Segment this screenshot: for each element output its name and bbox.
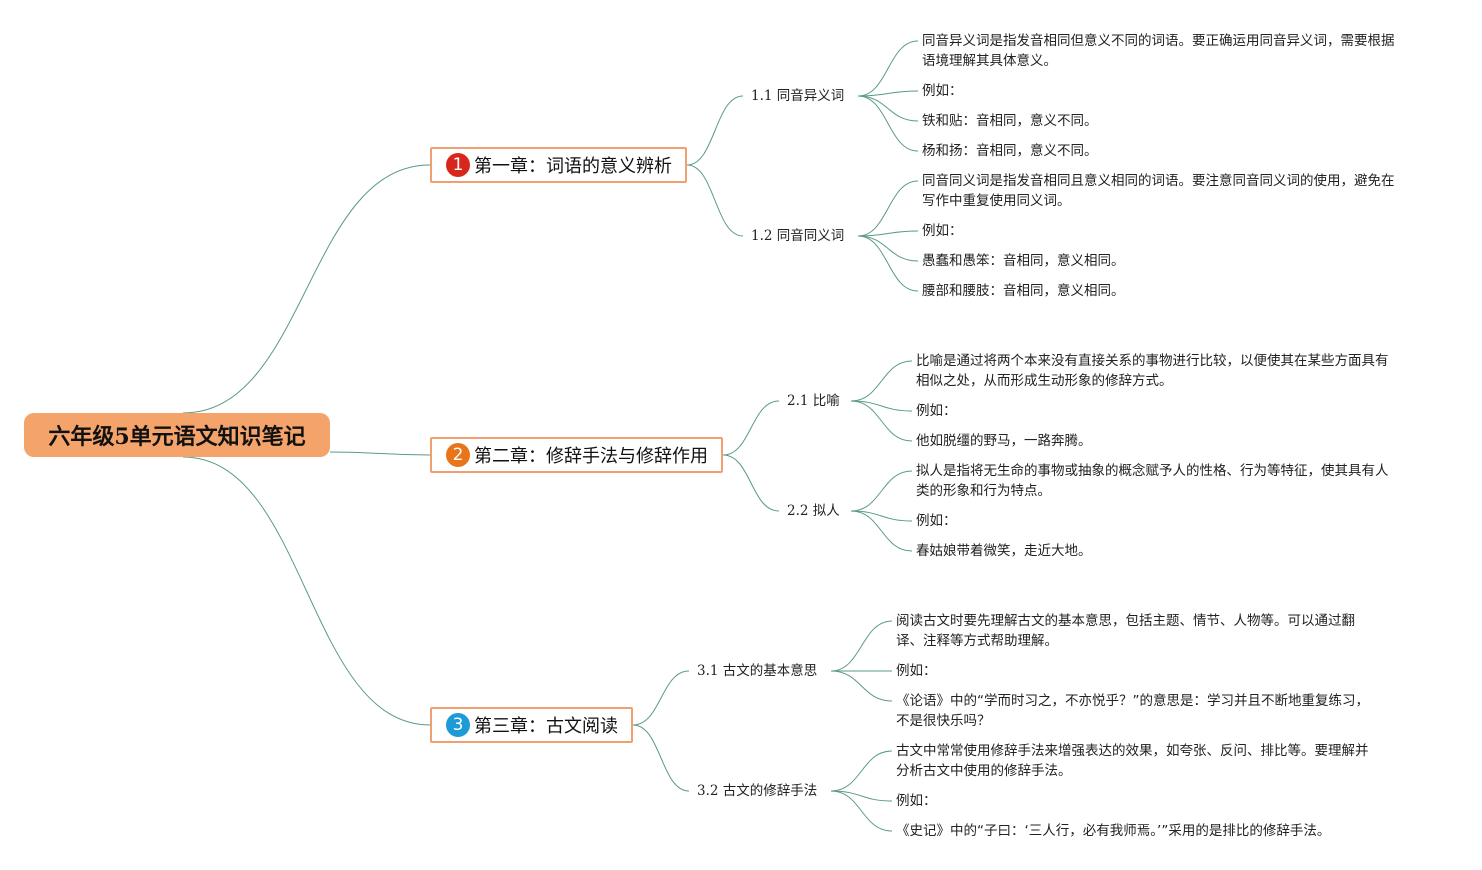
section-2-1-topic[interactable]: 2.1 比喻: [787, 393, 840, 409]
leaf-line: 同音同义词是指发音相同且意义相同的词语。要注意同音同义词的使用，避免在: [922, 173, 1395, 189]
section-2-2-leaf-3-connector: [850, 510, 913, 552]
section-1-1-topic[interactable]: 1.1 同音异义词: [751, 88, 844, 104]
leaf-line: 他如脱缰的野马，一路奔腾。: [916, 433, 1092, 449]
leaf-3-2-1[interactable]: 古文中常常使用修辞手法来增强表达的效果，如夸张、反问、排比等。要理解并 分析古文…: [896, 741, 1369, 781]
leaf-3-2-2[interactable]: 例如：: [896, 791, 937, 811]
leaf-line: 写作中重复使用同义词。: [922, 193, 1071, 209]
leaf-line: 例如：: [922, 223, 963, 239]
leaf-line: 比喻是通过将两个本来没有直接关系的事物进行比较，以便使其在某些方面具有: [916, 353, 1389, 369]
leaf-1-1-2[interactable]: 例如：: [922, 81, 963, 101]
leaf-2-2-2[interactable]: 例如：: [916, 511, 957, 531]
leaf-line: 腰部和腰肢：音相同，意义相同。: [922, 283, 1125, 299]
leaf-line: 不是很快乐吗？: [896, 713, 991, 729]
section-1-2-leaf-1-connector: [857, 180, 919, 237]
section-1-1-leaf-4-connector: [857, 95, 919, 152]
leaf-line: 例如：: [922, 83, 963, 99]
section-3-1-leaf-1-connector: [830, 620, 893, 672]
section-1-2-label: 1.2 同音同义词: [751, 228, 845, 244]
leaf-2-1-2[interactable]: 例如：: [916, 401, 957, 421]
section-1-2-leaf-2-connector: [857, 230, 919, 237]
leaf-2-2-1[interactable]: 拟人是指将无生命的事物或抽象的概念赋予人的性格、行为等特征，使其具有人 类的形象…: [916, 461, 1389, 501]
section-3-1-leaf-3-connector: [830, 670, 893, 702]
section-2-1-leaf-2-connector: [850, 400, 913, 412]
leaf-3-2-3[interactable]: 《史记》中的“子曰：‘三人行，必有我师焉。’”采用的是排比的修辞手法。: [896, 821, 1330, 841]
leaf-line: 《史记》中的“子曰：‘三人行，必有我师焉。’”采用的是排比的修辞手法。: [896, 823, 1331, 839]
leaf-3-1-2[interactable]: 例如：: [896, 661, 937, 681]
leaf-line: 分析古文中使用的修辞手法。: [896, 763, 1072, 779]
number-badge-1-icon: 1: [446, 153, 470, 177]
leaf-1-1-1[interactable]: 同音异义词是指发音相同但意义不同的词语。要正确运用同音异义词，需要根据 语境理解…: [922, 31, 1395, 71]
section-3-2-label: 3.2 古文的修辞手法: [697, 783, 818, 799]
leaf-1-2-4[interactable]: 腰部和腰肢：音相同，意义相同。: [922, 281, 1125, 301]
chapter-2-section-1-connector: [722, 400, 780, 456]
leaf-line: 铁和贴：音相同，意义不同。: [922, 113, 1098, 129]
section-3-2-leaf-3-connector: [830, 790, 893, 832]
leaf-line: 类的形象和行为特点。: [916, 483, 1051, 499]
chapter-3-label: 第三章：古文阅读: [474, 716, 618, 737]
section-1-2-topic[interactable]: 1.2 同音同义词: [751, 228, 844, 244]
leaf-line: 拟人是指将无生命的事物或抽象的概念赋予人的性格、行为等特征，使其具有人: [916, 463, 1389, 479]
section-1-1-label: 1.1 同音异义词: [751, 88, 845, 104]
leaf-line: 春姑娘带着微笑，走近大地。: [916, 543, 1092, 559]
section-2-1-label: 2.1 比喻: [787, 393, 840, 409]
section-1-2-leaf-3-connector: [857, 235, 919, 262]
section-2-2-topic[interactable]: 2.2 拟人: [787, 503, 840, 519]
section-1-1-leaf-2-connector: [857, 90, 919, 97]
leaf-3-1-3[interactable]: 《论语》中的“学而时习之，不亦悦乎？”的意思是：学习并且不断地重复练习， 不是很…: [896, 691, 1369, 731]
chapter-2-label: 第二章：修辞手法与修辞作用: [474, 446, 708, 467]
leaf-line: 译、注释等方式帮助理解。: [896, 633, 1058, 649]
leaf-2-1-1[interactable]: 比喻是通过将两个本来没有直接关系的事物进行比较，以便使其在某些方面具有 相似之处…: [916, 351, 1389, 391]
root-title: 六年级5单元语文知识笔记: [48, 424, 306, 450]
chapter-3-section-1-connector: [632, 670, 690, 726]
section-2-2-label: 2.2 拟人: [787, 503, 840, 519]
section-2-1-leaf-3-connector: [850, 400, 913, 442]
leaf-line: 愚蠢和愚笨：音相同，意义相同。: [922, 253, 1125, 269]
section-2-2-leaf-2-connector: [850, 510, 913, 522]
leaf-line: 同音异义词是指发音相同但意义不同的词语。要正确运用同音异义词，需要根据: [922, 33, 1395, 49]
leaf-line: 《论语》中的“学而时习之，不亦悦乎？”的意思是：学习并且不断地重复练习，: [896, 693, 1369, 709]
leaf-line: 例如：: [896, 793, 937, 809]
leaf-line: 例如：: [916, 403, 957, 419]
root-topic[interactable]: 六年级5单元语文知识笔记: [24, 413, 330, 457]
section-3-1-label: 3.1 古文的基本意思: [697, 663, 818, 679]
leaf-line: 杨和扬：音相同，意义不同。: [922, 143, 1098, 159]
chapter-2-section-2-connector: [722, 454, 780, 512]
chapter-1-section-1-connector: [686, 95, 744, 166]
section-2-1-leaf-1-connector: [850, 360, 913, 402]
leaf-3-1-1[interactable]: 阅读古文时要先理解古文的基本意思，包括主题、情节、人物等。可以通过翻 译、注释等…: [896, 611, 1355, 651]
leaf-line: 语境理解其具体意义。: [922, 53, 1057, 69]
section-2-2-leaf-1-connector: [850, 470, 913, 512]
chapter-1-topic[interactable]: 1 第一章：词语的意义辨析: [430, 147, 687, 183]
leaf-2-2-3[interactable]: 春姑娘带着微笑，走近大地。: [916, 541, 1092, 561]
leaf-line: 相似之处，从而形成生动形象的修辞方式。: [916, 373, 1173, 389]
root-chapter-2-connector: [329, 451, 431, 456]
chapter-3-topic[interactable]: 3 第三章：古文阅读: [430, 707, 633, 743]
section-3-2-topic[interactable]: 3.2 古文的修辞手法: [697, 783, 817, 799]
chapter-2-topic[interactable]: 2 第二章：修辞手法与修辞作用: [430, 437, 723, 473]
section-3-2-leaf-1-connector: [830, 750, 893, 792]
leaf-line: 例如：: [916, 513, 957, 529]
leaf-1-1-4[interactable]: 杨和扬：音相同，意义不同。: [922, 141, 1098, 161]
section-3-2-leaf-2-connector: [830, 790, 893, 802]
section-1-1-leaf-1-connector: [857, 40, 919, 97]
number-badge-3-icon: 3: [446, 713, 470, 737]
section-3-1-topic[interactable]: 3.1 古文的基本意思: [697, 663, 817, 679]
root-chapter-3-connector: [182, 456, 431, 726]
leaf-line: 古文中常常使用修辞手法来增强表达的效果，如夸张、反问、排比等。要理解并: [896, 743, 1369, 759]
leaf-line: 例如：: [896, 663, 937, 679]
leaf-1-1-3[interactable]: 铁和贴：音相同，意义不同。: [922, 111, 1098, 131]
chapter-1-section-2-connector: [686, 164, 744, 237]
number-badge-2-icon: 2: [446, 443, 470, 467]
root-chapter-1-connector: [182, 164, 431, 414]
section-1-1-leaf-3-connector: [857, 95, 919, 122]
leaf-line: 阅读古文时要先理解古文的基本意思，包括主题、情节、人物等。可以通过翻: [896, 613, 1355, 629]
chapter-1-label: 第一章：词语的意义辨析: [474, 156, 672, 177]
leaf-1-2-1[interactable]: 同音同义词是指发音相同且意义相同的词语。要注意同音同义词的使用，避免在 写作中重…: [922, 171, 1395, 211]
leaf-1-2-2[interactable]: 例如：: [922, 221, 963, 241]
chapter-3-section-2-connector: [632, 724, 690, 792]
section-1-2-leaf-4-connector: [857, 235, 919, 292]
leaf-1-2-3[interactable]: 愚蠢和愚笨：音相同，意义相同。: [922, 251, 1125, 271]
leaf-2-1-3[interactable]: 他如脱缰的野马，一路奔腾。: [916, 431, 1092, 451]
